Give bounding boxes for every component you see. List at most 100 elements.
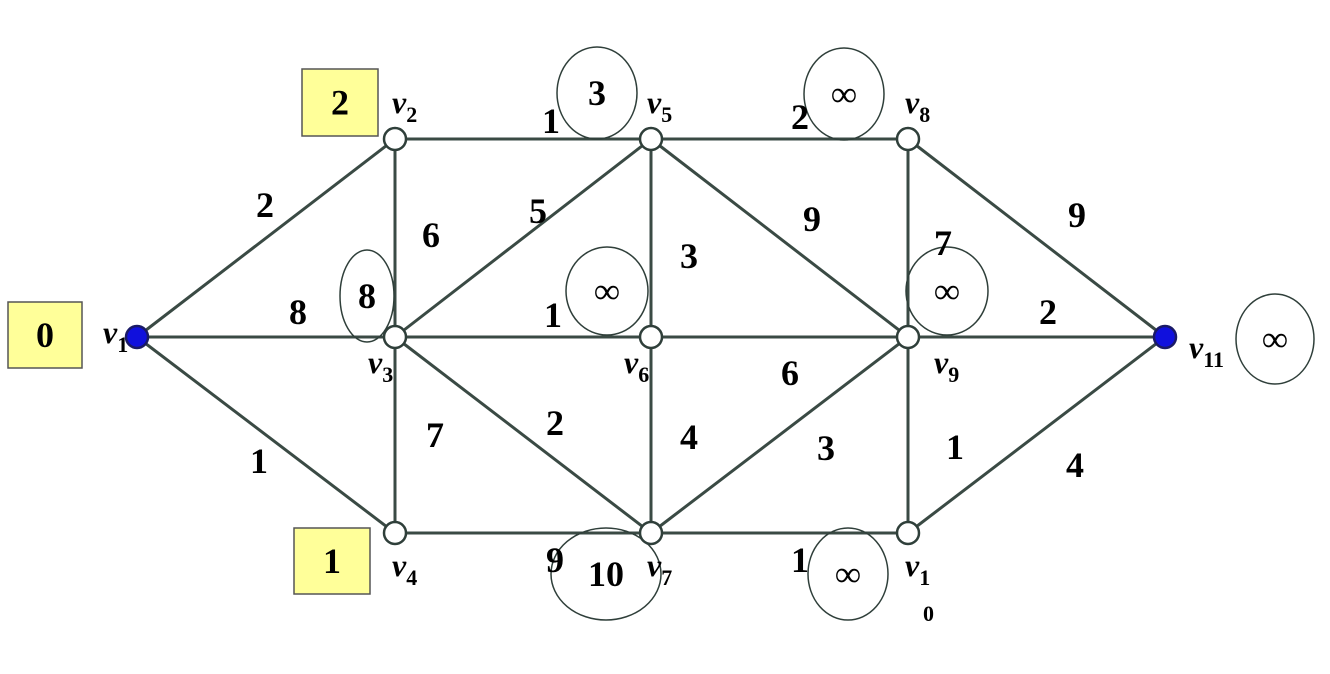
node-label-subscript: 9 (948, 362, 959, 387)
edge-v7-v9 (650, 335, 909, 535)
tentative-label-v3: 8 (358, 276, 376, 316)
edge-weight-v5-v8: 2 (791, 97, 809, 137)
node-v9 (895, 324, 921, 350)
node-label-subscript: 8 (919, 102, 930, 127)
tentative-label-ellipse-v10 (807, 527, 889, 621)
tentative-label-ellipse-v6 (565, 246, 649, 336)
node-label-v3: v3 (368, 344, 393, 387)
edge-weight-v3-v6: 1 (544, 295, 562, 335)
node-label-v1: v1 (103, 314, 128, 357)
node-label-letter: v (103, 314, 118, 350)
node-label-letter: v (905, 84, 920, 120)
node-label-letter: v (392, 84, 407, 120)
edge-weight-v1-v3: 8 (289, 292, 307, 332)
tentative-label-ellipse-v8 (803, 47, 885, 141)
edge-weight-v6-v7: 4 (680, 417, 698, 457)
permanent-label-box-v2 (301, 68, 379, 137)
node-label-letter: v (392, 547, 407, 583)
tentative-label-v9: ∞ (934, 271, 960, 311)
tentative-label-ellipse-v3 (339, 249, 395, 343)
tentative-label-v8: ∞ (831, 74, 857, 114)
permanent-label-v4: 1 (323, 541, 341, 581)
permanent-label-box-v1 (7, 301, 83, 369)
edge-v3-v7 (394, 335, 652, 535)
node-label-subscript: 2 (406, 102, 417, 127)
node-label-v9: v9 (934, 344, 959, 387)
edge-weight-v1-v2: 2 (256, 185, 274, 225)
node-label-letter: v (624, 344, 639, 380)
node-label-subscript: 6 (638, 362, 649, 387)
tentative-labels-layer: 8 3 ∞ 10 ∞ ∞ ∞ ∞ (339, 46, 1315, 621)
node-label-v2: v2 (392, 84, 417, 127)
edge-weight-v9-v11: 2 (1039, 292, 1057, 332)
edge-weight-v4-v7: 9 (546, 540, 564, 580)
node-label-letter: v (647, 547, 662, 583)
edge-weight-v7-v10: 1 (791, 540, 809, 580)
edge-weight-v3-v5: 5 (529, 191, 547, 231)
node-label-subscript: 4 (406, 565, 417, 590)
tentative-label-ellipse-v7 (550, 527, 662, 621)
permanent-label-v2: 2 (331, 83, 349, 123)
edge-weight-v3-v4: 7 (426, 415, 444, 455)
tentative-label-v11: ∞ (1262, 319, 1288, 359)
node-label-letter: v (905, 547, 920, 583)
node-label-letter: v (1189, 329, 1204, 365)
edge-v5-v9 (650, 137, 909, 339)
node-v2 (382, 126, 408, 152)
node-label-v6: v6 (624, 344, 649, 387)
edge-weight-v6-v9: 6 (781, 353, 799, 393)
edge-v1-v2 (136, 137, 396, 339)
edge-weight-v7-v9: 3 (817, 428, 835, 468)
edge-v1-v4 (136, 335, 396, 535)
edges-layer (136, 137, 1166, 535)
edge-weight-v10-v11: 4 (1066, 445, 1084, 485)
nodes-layer (124, 126, 1178, 546)
edge-weight-v5-v9: 9 (803, 199, 821, 239)
permanent-label-box-v4 (293, 527, 371, 595)
permanent-label-v1: 0 (36, 315, 54, 355)
edge-v10-v11 (907, 335, 1166, 535)
node-label-v7: v7 (647, 547, 672, 590)
node-v5 (638, 126, 664, 152)
node-v4 (382, 520, 408, 546)
edge-weight-v5-v6: 3 (680, 236, 698, 276)
node-label-v4: v4 (392, 547, 417, 590)
node-label-subscript: 3 (382, 362, 393, 387)
edge-v3-v5 (394, 137, 652, 339)
edge-weight-v8-v11: 9 (1068, 195, 1086, 235)
edge-v8-v11 (907, 137, 1166, 339)
node-v7 (638, 520, 664, 546)
edge-weight-v1-v4: 1 (250, 441, 268, 481)
node-label-subscript: 7 (661, 565, 672, 590)
node-label-subscript: 1 (117, 332, 128, 357)
tentative-label-v10: ∞ (835, 554, 861, 594)
edge-weight-v8-v9: 7 (934, 223, 952, 263)
tentative-label-ellipse-v5 (556, 46, 638, 140)
node-label-v5: v5 (647, 84, 672, 127)
tentative-label-v5: 3 (588, 73, 606, 113)
node-v6 (638, 324, 664, 350)
edge-weight-v2-v3: 6 (422, 215, 440, 255)
node-v10 (895, 520, 921, 546)
edge-weight-v2-v5: 1 (542, 101, 560, 141)
node-v8 (895, 126, 921, 152)
node-v3 (382, 324, 408, 350)
node-v1 (124, 324, 150, 350)
node-v11 (1152, 324, 1178, 350)
edge-weight-v9-v10: 1 (946, 427, 964, 467)
node-label-letter: v (934, 344, 949, 380)
node-label-v11: v11 (1189, 329, 1224, 372)
node-label-letter: v (647, 84, 662, 120)
node-label-v10: v1 (905, 547, 930, 590)
tentative-label-v6: ∞ (594, 271, 620, 311)
permanent-labels-layer: 0 2 1 (7, 68, 379, 595)
tentative-label-ellipse-v9 (905, 246, 989, 336)
node-label-subscript: 5 (661, 102, 672, 127)
tentative-label-ellipse-v11 (1235, 293, 1315, 385)
tentative-label-v7: 10 (588, 554, 624, 594)
node-label-subscript: 11 (1203, 347, 1224, 372)
node-label-letter: v (368, 344, 383, 380)
